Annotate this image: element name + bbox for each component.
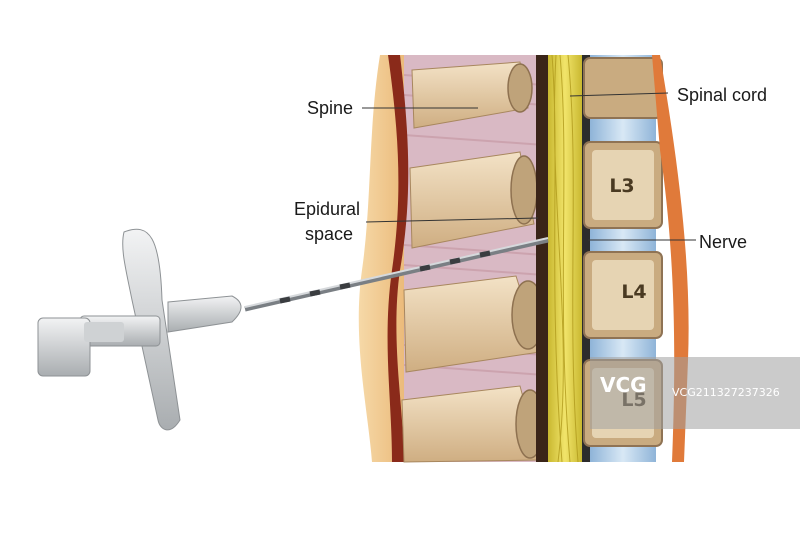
leader-lines — [362, 92, 696, 241]
vertebra-label-l3: L3 — [609, 175, 634, 197]
spinal-cord — [548, 55, 582, 462]
needle-hub-cone — [167, 295, 242, 333]
vertebra-label-l4: L4 — [621, 281, 646, 303]
label-spinal-cord: Spinal cord — [677, 85, 768, 105]
label-spine: Spine — [307, 98, 354, 118]
label-epidural-line1: Epidural — [294, 199, 361, 219]
epidural-space — [536, 55, 550, 462]
epidural-needle — [244, 237, 549, 312]
supraspinous-ligament — [387, 55, 409, 462]
label-epidural-line2: space — [305, 224, 354, 244]
spinous-processes — [401, 61, 541, 463]
watermark-logo: VCG — [600, 373, 647, 397]
watermark-overlay: VCG VCG211327237326 — [590, 357, 800, 429]
watermark-id: VCG211327237326 — [672, 386, 780, 399]
nerve-roots — [551, 54, 579, 463]
label-nerve: Nerve — [699, 232, 748, 252]
